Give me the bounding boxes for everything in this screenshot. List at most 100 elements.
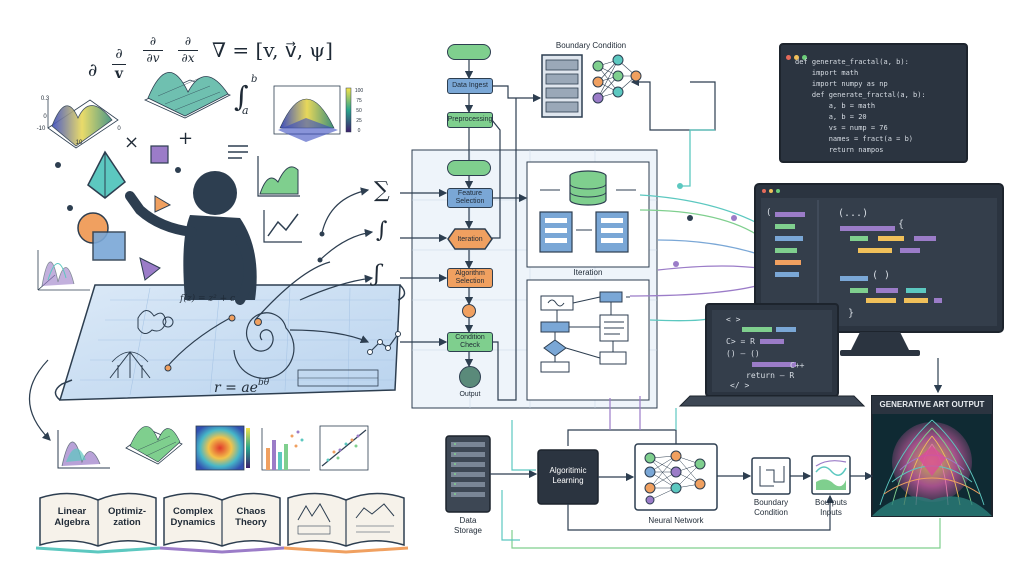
algorithm-selection-node: Algorithm Selection (447, 268, 493, 288)
book-2-right-text: Chaos Theory (235, 506, 267, 528)
trend-chart-icon (263, 210, 302, 243)
fractal-formula: f(z) = z² + c (180, 294, 236, 304)
colorbar-tick: 0 (357, 128, 361, 134)
x-tick-left: 10 (75, 140, 83, 146)
laptop (678, 303, 866, 407)
book-3 (283, 492, 409, 554)
window-controls (781, 45, 966, 60)
nabla-equation: ∇ = [v, v⃗, ψ] (212, 38, 333, 62)
code-line: a, b = 20 (795, 113, 867, 121)
x-tick-right: 0 (117, 126, 121, 132)
laptop-code-line: </ > (730, 381, 750, 390)
iteration-node: Iteration (447, 228, 493, 250)
fraction-bar (143, 50, 163, 51)
boundary-condition-label: Boundary Condition (753, 498, 789, 517)
floating-shapes (55, 145, 248, 281)
colorbar-tick: 50 (356, 108, 362, 114)
esh-symbol: ʃ (374, 262, 380, 287)
start-terminal (447, 44, 491, 60)
close-dot-icon (786, 55, 791, 60)
integral-upper: b (251, 74, 258, 85)
database-icon (539, 170, 636, 253)
laptop-code-line: C> = R (726, 337, 755, 346)
partial-x: ∂x (181, 51, 195, 65)
code-line: a, b = math (795, 102, 876, 110)
neural-net-bottom (644, 450, 706, 505)
outputs-box (811, 455, 851, 495)
neural-net-top (592, 54, 642, 104)
monitor-parens: ( ) (872, 270, 891, 281)
neural-network-label: Neural Network (648, 516, 704, 525)
symbol-arrows (28, 187, 374, 441)
feature-selection-node: Feature Selection (447, 188, 493, 208)
monitor-code-bars (775, 212, 942, 303)
code-line: import math (795, 69, 859, 77)
server-label: Boundary Condition (555, 41, 627, 50)
surface-plot-1 (47, 99, 119, 149)
network-zigzag-icon (367, 331, 401, 355)
data-ingest-node: Data Ingest (447, 78, 493, 94)
data-storage-label: Data Storage (453, 516, 483, 535)
server-rack (541, 54, 583, 118)
surface-plot-2 (144, 72, 231, 119)
code-line: return nampos (795, 146, 884, 154)
monitor-brace-open: { (898, 219, 905, 230)
partial-symbol-4: ∂ (184, 34, 192, 48)
fraction-bar (178, 50, 198, 51)
area-chart-icon (257, 156, 300, 197)
data-storage-icon (445, 435, 491, 513)
z-tick-bottom: -10 (36, 126, 46, 132)
partial-symbol-3: ∂ (149, 34, 157, 48)
laptop-code-line: < > (726, 315, 741, 324)
thumb-heatmap (195, 425, 250, 471)
thumb-scatter-regression (319, 425, 369, 471)
code-line: names = fract(a = b) (795, 135, 914, 143)
colorbar-tick: 25 (356, 118, 362, 124)
junction-node (462, 304, 476, 318)
condition-check-node: Condition Check (447, 332, 493, 352)
fraction-bar (112, 64, 126, 65)
book-2 (159, 492, 285, 554)
times-symbol: × (124, 132, 140, 153)
algorithmic-learning-label: Algoritimic Learning (549, 466, 587, 485)
iteration-subdiagram (540, 291, 630, 373)
surface-plot-3 (273, 85, 352, 142)
boundary-symbol (759, 466, 785, 487)
monitor-brace-close: } (848, 308, 855, 319)
flow-connectors (400, 60, 716, 401)
z-tick-mid: 0 (43, 114, 47, 120)
laptop-code-line: () — () (726, 349, 760, 358)
thumb-surface (125, 426, 183, 465)
monitor-paren: ( (766, 208, 772, 218)
book-2-left-text: Complex Dynamics (170, 506, 216, 528)
book-1-left-text: Linear Algebra (54, 506, 90, 528)
iteration-shape (447, 228, 493, 250)
book-1 (35, 492, 161, 554)
outputs-inputs-label: Bourputs Inputs (814, 498, 848, 517)
loop-terminal (447, 160, 491, 176)
book-1-right-text: Optimiz- zation (108, 506, 146, 528)
generative-art-title: GENERATIVE ART OUTPUT (879, 400, 985, 409)
integral-lower: a (242, 104, 249, 117)
code-editor-window: def generate_fractal(a, b): import math … (779, 43, 968, 163)
code-line: vs = nump = 76 (795, 124, 888, 132)
preprocessing-node: Preprocessing (447, 112, 493, 128)
ridge-plot (37, 250, 90, 291)
minimize-dot-icon (794, 55, 799, 60)
thumb-scatter-bars (261, 428, 310, 471)
output-node (459, 366, 481, 388)
partial-symbol-2: ∂ (115, 46, 123, 62)
partial-symbol-1: ∂ (88, 60, 98, 81)
generative-art-panel (871, 395, 993, 517)
code-body: def generate_fractal(a, b): import math … (781, 57, 966, 156)
code-line: def generate_fractal(a, b): (795, 91, 926, 99)
code-line: def generate_fractal(a, b): (795, 58, 909, 66)
sum-symbol: ∑ (374, 178, 390, 203)
colorbar-tick: 100 (354, 88, 364, 94)
plus-symbol: + (178, 128, 194, 149)
code-line: import numpy as np (795, 80, 888, 88)
spiral-exponent: bθ (258, 378, 270, 388)
z-tick-top: 0.3 (40, 96, 50, 102)
maximize-dot-icon (802, 55, 807, 60)
